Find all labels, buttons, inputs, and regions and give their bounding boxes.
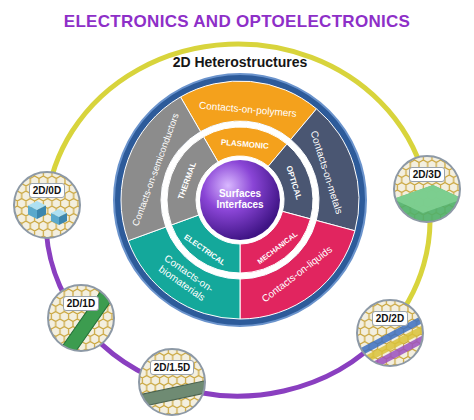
graphene-lattice: [138, 348, 206, 416]
circle-illustration: [13, 171, 81, 239]
quantum-dot: [28, 206, 37, 220]
dimension-label: 2D/0D: [29, 183, 65, 198]
dimension-circle: 2D/2D: [356, 299, 424, 367]
dimension-label: 2D/2D: [372, 311, 408, 326]
circle-illustration: [356, 299, 424, 367]
dimension-label-wrap: 2D/1.5D: [150, 357, 195, 375]
dimension-circle: 2D/3D: [393, 155, 461, 223]
disk-ring: [114, 74, 366, 326]
circle-illustration: [138, 348, 206, 416]
dimension-label: 2D/1.5D: [150, 360, 195, 375]
quantum-dot: [59, 213, 67, 225]
quantum-dot: [37, 206, 46, 220]
disk-gap: [161, 121, 319, 279]
dimension-label: 2D/3D: [409, 167, 445, 182]
dimension-circle: 2D/1.5D: [138, 348, 206, 416]
circle-border: [357, 300, 423, 366]
lattice-ground: [13, 171, 81, 239]
dimension-circle: 2D/1D: [47, 284, 115, 352]
circle-illustration: [47, 284, 115, 352]
diagram-title: ELECTRONICS AND OPTOELECTRONICS: [64, 12, 411, 32]
interface-sphere: Surfaces Interfaces: [200, 160, 280, 240]
property-label-wrap: PLASMONIC: [220, 130, 269, 153]
stacked-layer: [352, 326, 444, 379]
dimension-label-wrap: 2D/3D: [409, 164, 445, 182]
circle-border: [394, 156, 460, 222]
property-label: PLASMONIC: [221, 137, 270, 150]
diagram-heading-wrap: 2D Heterostructures: [173, 53, 308, 71]
sphere-label-wrap: Surfaces Interfaces: [209, 188, 271, 213]
circle-border: [14, 172, 80, 238]
dimension-label-wrap: 2D/2D: [372, 308, 408, 326]
circle-illustration: [393, 155, 461, 223]
circle-border: [139, 349, 205, 415]
bulk-slab: [393, 185, 463, 225]
dimension-circle: 2D/0D: [13, 171, 81, 239]
lattice-ground: [138, 348, 206, 416]
title-wrap: ELECTRONICS AND OPTOELECTRONICS: [0, 12, 474, 32]
sphere-label: Surfaces Interfaces: [209, 188, 271, 211]
dimension-label-wrap: 2D/0D: [29, 180, 65, 198]
circle-border: [48, 285, 114, 351]
dimension-label-wrap: 2D/1D: [63, 293, 99, 311]
heterostructure-disk: 2D HeterostructuresContacts-on-polymersC…: [113, 73, 367, 327]
diagram-heading: 2D Heterostructures: [173, 54, 308, 70]
graphene-lattice: [13, 171, 81, 239]
quantum-dot: [51, 213, 59, 225]
sphere-fill: [200, 160, 280, 240]
outer-ring-arc: [47, 44, 430, 333]
dimension-label: 2D/1D: [63, 296, 99, 311]
